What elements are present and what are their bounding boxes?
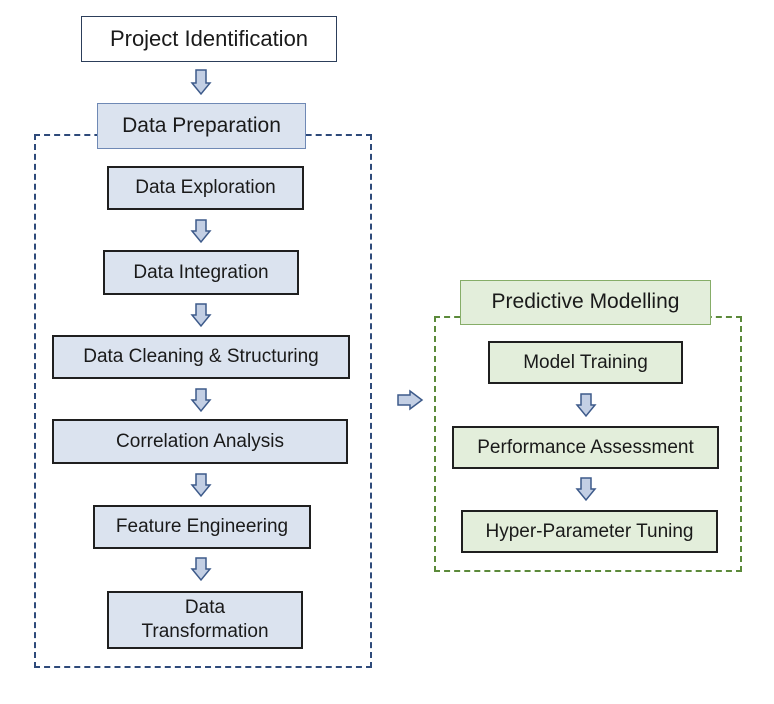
step-label: Data Exploration [135,177,276,199]
step-model-training: Model Training [488,341,683,384]
down-arrow-icon [190,69,212,96]
step-data-exploration: Data Exploration [107,166,304,210]
step-label: Data Cleaning & Structuring [83,346,319,368]
step-label: Feature Engineering [115,516,289,538]
step-label: Data Transformation [141,597,269,642]
predictive-modelling-header: Predictive Modelling [460,280,711,325]
step-data-cleaning-structuring: Data Cleaning & Structuring [52,335,350,379]
data-preparation-header: Data Preparation [97,103,306,149]
project-identification-label: Project Identification [109,26,309,52]
down-arrow-icon [190,303,212,328]
step-label: Model Training [523,351,648,373]
project-identification-box: Project Identification [81,16,337,62]
right-arrow-icon [397,389,424,411]
down-arrow-icon [575,393,597,418]
down-arrow-icon [190,473,212,498]
step-feature-engineering: Feature Engineering [93,505,311,549]
data-preparation-title: Data Preparation [122,113,281,137]
step-correlation-analysis: Correlation Analysis [52,419,348,464]
step-label: Hyper-Parameter Tuning [485,520,694,542]
down-arrow-icon [190,557,212,582]
down-arrow-icon [575,477,597,502]
predictive-modelling-title: Predictive Modelling [491,290,680,314]
step-label: Performance Assessment [477,436,694,458]
step-data-transformation: Data Transformation [107,591,303,649]
step-label: Data Integration [133,261,269,283]
step-hyper-parameter-tuning: Hyper-Parameter Tuning [461,510,718,553]
down-arrow-icon [190,388,212,413]
step-label: Correlation Analysis [116,430,284,452]
down-arrow-icon [190,219,212,244]
step-data-integration: Data Integration [103,250,299,295]
step-performance-assessment: Performance Assessment [452,426,719,469]
